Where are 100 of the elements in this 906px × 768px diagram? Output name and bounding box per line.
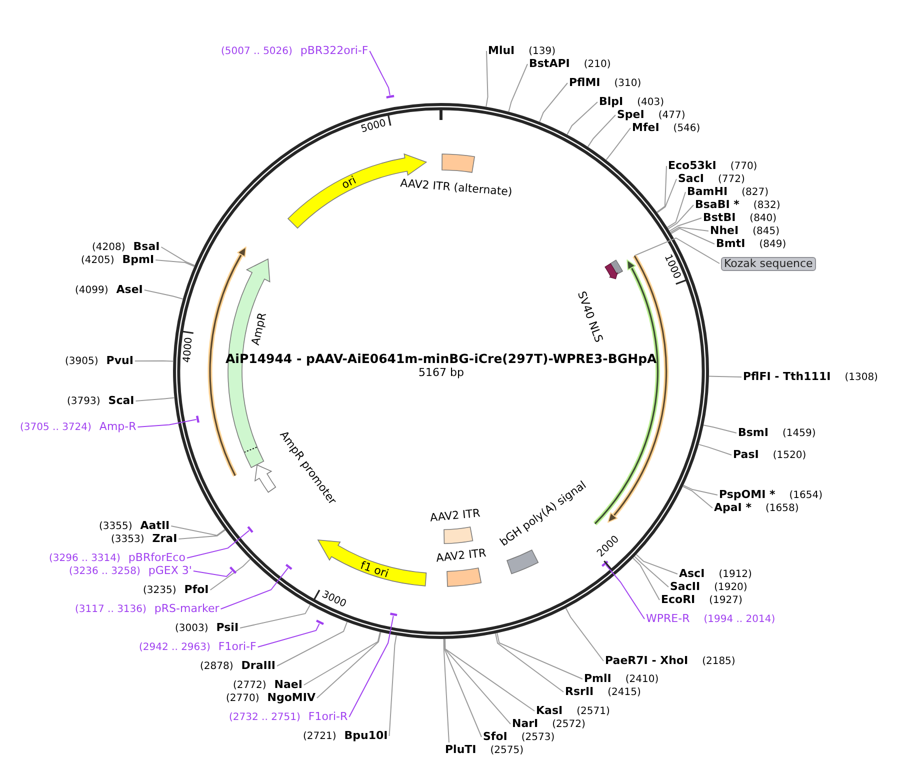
enzyme-name: MluI — [488, 44, 515, 56]
plasmid-size: 5167 bp — [418, 366, 464, 378]
leader-line — [210, 558, 251, 590]
site-position: (840) — [750, 212, 777, 224]
leader-line — [708, 376, 742, 378]
enzyme-name: SfoI — [483, 730, 508, 742]
leader-line — [369, 50, 390, 96]
leader-line — [702, 424, 737, 434]
enzyme-name: PspOMI * — [719, 488, 776, 500]
site-position: (849) — [759, 238, 786, 250]
primer-position: (3236 .. 3258) — [69, 566, 140, 578]
leader-line — [566, 102, 598, 136]
primer-mark — [390, 612, 398, 616]
leader-line — [134, 360, 174, 362]
enzyme-name: NheI — [710, 224, 739, 236]
site-position: (2572) — [552, 718, 586, 730]
site-position: (1658) — [766, 502, 799, 514]
enzyme-name: NarI — [512, 718, 538, 730]
enzyme-name: AseI — [116, 284, 143, 296]
primer-name: pBR322ori-F — [300, 44, 368, 56]
site-position: (2571) — [576, 706, 610, 718]
site-position: (845) — [752, 226, 780, 238]
enzyme-name: BsmI — [738, 426, 768, 438]
primer-name: Amp-R — [99, 420, 136, 432]
leader-line — [316, 632, 382, 698]
scale-label: 5000 — [360, 119, 388, 136]
site-position: (310) — [614, 78, 642, 90]
enzyme-name: BstBI — [703, 212, 736, 224]
leader-line — [388, 634, 397, 736]
primer-mark — [316, 620, 324, 626]
primer-position: (3705 .. 3724) — [20, 422, 92, 434]
site-position: (2878) — [200, 660, 234, 672]
site-position: (2415) — [608, 686, 641, 698]
primer-name: pRS-marker — [154, 602, 220, 614]
primer-mark — [247, 526, 254, 533]
leader-line — [682, 486, 713, 508]
enzyme-name: Eco53kI — [668, 160, 716, 172]
site-position: (3235) — [143, 584, 176, 596]
enzyme-name: BlpI — [599, 96, 624, 108]
plasmid-name: AiP14944 - pAAV-AiE0641m-minBG-iCre(297T)-WPRE3-BGHpA — [226, 352, 657, 366]
enzyme-name: BstAPI — [529, 58, 570, 70]
enzyme-name: ZraI — [152, 532, 178, 544]
enzyme-name: BpmI — [122, 254, 154, 266]
enzyme-name: PaeR7I - XhoI — [605, 654, 688, 666]
leader-line — [565, 608, 604, 662]
leader-line — [240, 604, 311, 628]
leader-line — [606, 128, 631, 160]
leader-line — [666, 192, 686, 228]
leader-line — [444, 638, 482, 738]
site-position: (770) — [730, 160, 758, 172]
feature-label: SV40 NLS — [574, 290, 604, 344]
enzyme-name: PvuI — [106, 354, 134, 366]
site-position: (3793) — [67, 396, 100, 408]
leader-line — [670, 228, 715, 244]
leader-line — [276, 622, 348, 666]
site-position: (2573) — [521, 732, 555, 744]
enzyme-name: PflMI — [569, 76, 600, 88]
feature-label: f1 ori — [358, 559, 390, 580]
leader-line — [178, 529, 226, 540]
site-position: (2770) — [226, 692, 260, 704]
primer-name: F1ori-F — [218, 640, 256, 652]
primer-position: (2732 .. 2751) — [229, 712, 300, 724]
leader-line — [137, 418, 197, 428]
site-position: (139) — [528, 46, 556, 58]
enzyme-name: AatII — [140, 520, 170, 532]
site-position: (1459) — [782, 428, 816, 440]
enzyme-name: BsaI — [133, 240, 160, 252]
primer-position: (3117 .. 3136) — [75, 604, 146, 616]
feature-tag: Kozak sequence — [721, 256, 816, 270]
leader-line — [155, 260, 195, 267]
leader-line — [443, 638, 450, 743]
enzyme-name: AscI — [679, 568, 705, 580]
primer-position: (2942 .. 2963) — [139, 642, 210, 654]
site-position: (4205) — [81, 254, 114, 266]
primer-mark — [602, 560, 608, 567]
leader-line — [668, 204, 694, 230]
enzyme-name: PsiI — [216, 622, 239, 634]
site-position: (1308) — [844, 372, 878, 384]
leader-line — [135, 397, 175, 402]
leader-line — [656, 178, 677, 214]
site-position: (210) — [584, 58, 611, 70]
enzyme-name: DraIII — [241, 660, 276, 672]
primer-name: pGEX 3' — [148, 564, 192, 576]
leader-line — [496, 632, 583, 680]
leader-line — [170, 526, 226, 536]
site-position: (1520) — [772, 450, 806, 462]
leader-line — [444, 638, 511, 724]
primer-mark — [229, 566, 237, 574]
site-position: (546) — [673, 122, 700, 134]
site-position: (2575) — [490, 744, 524, 756]
site-position: (2410) — [625, 674, 659, 686]
leader-line — [682, 484, 718, 496]
leader-line — [144, 290, 184, 300]
scale-label: 1000 — [662, 254, 682, 281]
scale-label: 4000 — [183, 336, 196, 363]
feature-label: AAV2 ITR (alternate) — [399, 177, 512, 198]
leader-line — [656, 166, 667, 213]
enzyme-name: Bpu10I — [344, 730, 388, 742]
site-position: (2721) — [303, 730, 336, 742]
enzyme-name: PasI — [733, 448, 759, 460]
